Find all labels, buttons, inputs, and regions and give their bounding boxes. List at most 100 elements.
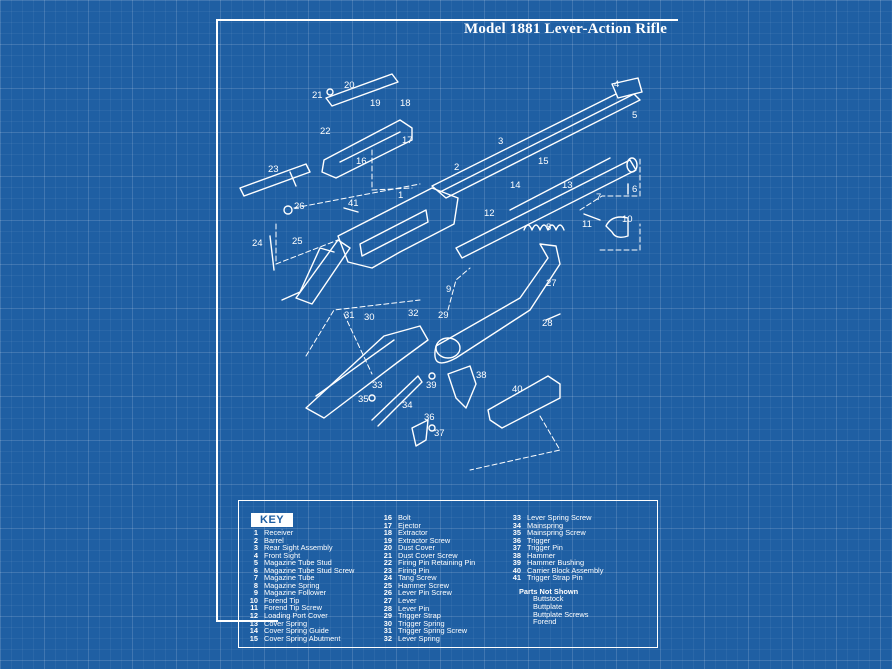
key-entry-label: Trigger Spring <box>398 618 445 628</box>
key-entry-number: 8 <box>253 580 258 590</box>
key-entry-number: 7 <box>253 573 258 583</box>
key-entry: 9 Magazine Follower <box>246 589 354 597</box>
callout-40: 40 <box>512 384 523 395</box>
key-entry-label: Trigger Pin <box>527 543 563 553</box>
key-entry: 1 Receiver <box>246 529 354 537</box>
part-callouts: 1 2 3 4 5 6 7 8 9 10 11 12 13 14 15 16 1… <box>252 79 637 439</box>
key-entry-label: Lever Spring <box>398 633 440 643</box>
key-entry-number: 6 <box>253 565 258 575</box>
callout-39: 39 <box>426 380 437 391</box>
forend-tip <box>605 216 629 239</box>
bolt <box>321 119 413 179</box>
callout-34: 34 <box>402 400 413 411</box>
key-entry-number: 12 <box>249 611 258 621</box>
callout-27: 27 <box>546 278 557 289</box>
trigger-strap <box>305 325 429 419</box>
key-entry-number: 23 <box>383 565 392 575</box>
hammer <box>447 365 477 409</box>
part-not-shown-item: Forend <box>533 617 557 627</box>
callout-14: 14 <box>510 180 521 191</box>
key-entry-number: 29 <box>383 611 392 621</box>
key-entry-label: Tang Screw <box>398 573 437 583</box>
callout-9: 9 <box>446 284 451 295</box>
callout-28: 28 <box>542 318 553 329</box>
callout-22: 22 <box>320 126 331 137</box>
key-entry-label: Lever <box>398 596 417 606</box>
key-entry-label: Loading Port Cover <box>264 611 328 621</box>
callout-3: 3 <box>498 136 503 147</box>
key-entry-number: 26 <box>383 588 392 598</box>
key-entry-number: 1 <box>253 528 258 537</box>
carrier-block <box>487 375 561 429</box>
key-entry-number: 31 <box>383 626 392 636</box>
part-not-shown-item: Buttplate <box>533 602 563 612</box>
callout-31: 31 <box>344 310 355 321</box>
key-entry-label: Magazine Tube <box>264 573 315 583</box>
key-entry-label: Trigger Strap Pin <box>527 573 583 583</box>
callout-19: 19 <box>370 98 381 109</box>
callout-20: 20 <box>344 80 355 91</box>
callout-38: 38 <box>476 370 487 381</box>
parts-key-box <box>238 500 658 648</box>
key-entry-label: Mainspring <box>527 520 564 530</box>
key-entry: 31 Trigger Spring Screw <box>380 627 475 635</box>
key-entry-label: Cover Spring <box>264 618 308 628</box>
key-entry-number: 35 <box>512 528 521 538</box>
callout-17: 17 <box>402 135 413 146</box>
callout-37: 37 <box>434 428 445 439</box>
key-entry-number: 22 <box>383 558 392 568</box>
frame-top-line <box>216 19 678 21</box>
key-entry-label: Trigger Spring Screw <box>398 626 468 636</box>
key-entry-label: Forend Tip <box>264 595 300 605</box>
callout-8: 8 <box>546 222 551 233</box>
key-entry-label: Magazine Spring <box>264 580 320 590</box>
key-entry-number: 9 <box>253 588 258 598</box>
assembly-guide-lines <box>275 149 641 471</box>
key-entry-label: Magazine Tube Stud <box>264 558 332 568</box>
callout-11: 11 <box>582 219 592 230</box>
callout-2: 2 <box>454 162 459 173</box>
key-entry: 27 Lever <box>380 597 475 605</box>
key-entry-number: 14 <box>249 626 258 636</box>
key-entry-number: 33 <box>512 513 521 522</box>
callout-15: 15 <box>538 156 549 167</box>
key-entry-number: 27 <box>383 596 392 606</box>
diagram-title: Model 1881 Lever-Action Rifle <box>464 21 668 37</box>
callout-18: 18 <box>400 98 411 109</box>
key-entry-label: Firing Pin Retaining Pin <box>398 558 476 568</box>
callout-32: 32 <box>408 308 419 319</box>
key-entry-number: 38 <box>512 550 521 560</box>
key-entry-label: Lever Pin <box>398 603 430 613</box>
callout-12: 12 <box>484 208 495 219</box>
key-entry-number: 20 <box>383 543 392 553</box>
key-entry-label: Receiver <box>264 528 294 537</box>
key-entry: 8 Magazine Spring <box>246 582 354 590</box>
key-entry-number: 18 <box>383 528 392 538</box>
key-entry-number: 34 <box>512 520 521 530</box>
callout-5: 5 <box>632 110 637 121</box>
magazine-spring <box>523 224 565 231</box>
key-entry-label: Magazine Follower <box>264 588 327 598</box>
